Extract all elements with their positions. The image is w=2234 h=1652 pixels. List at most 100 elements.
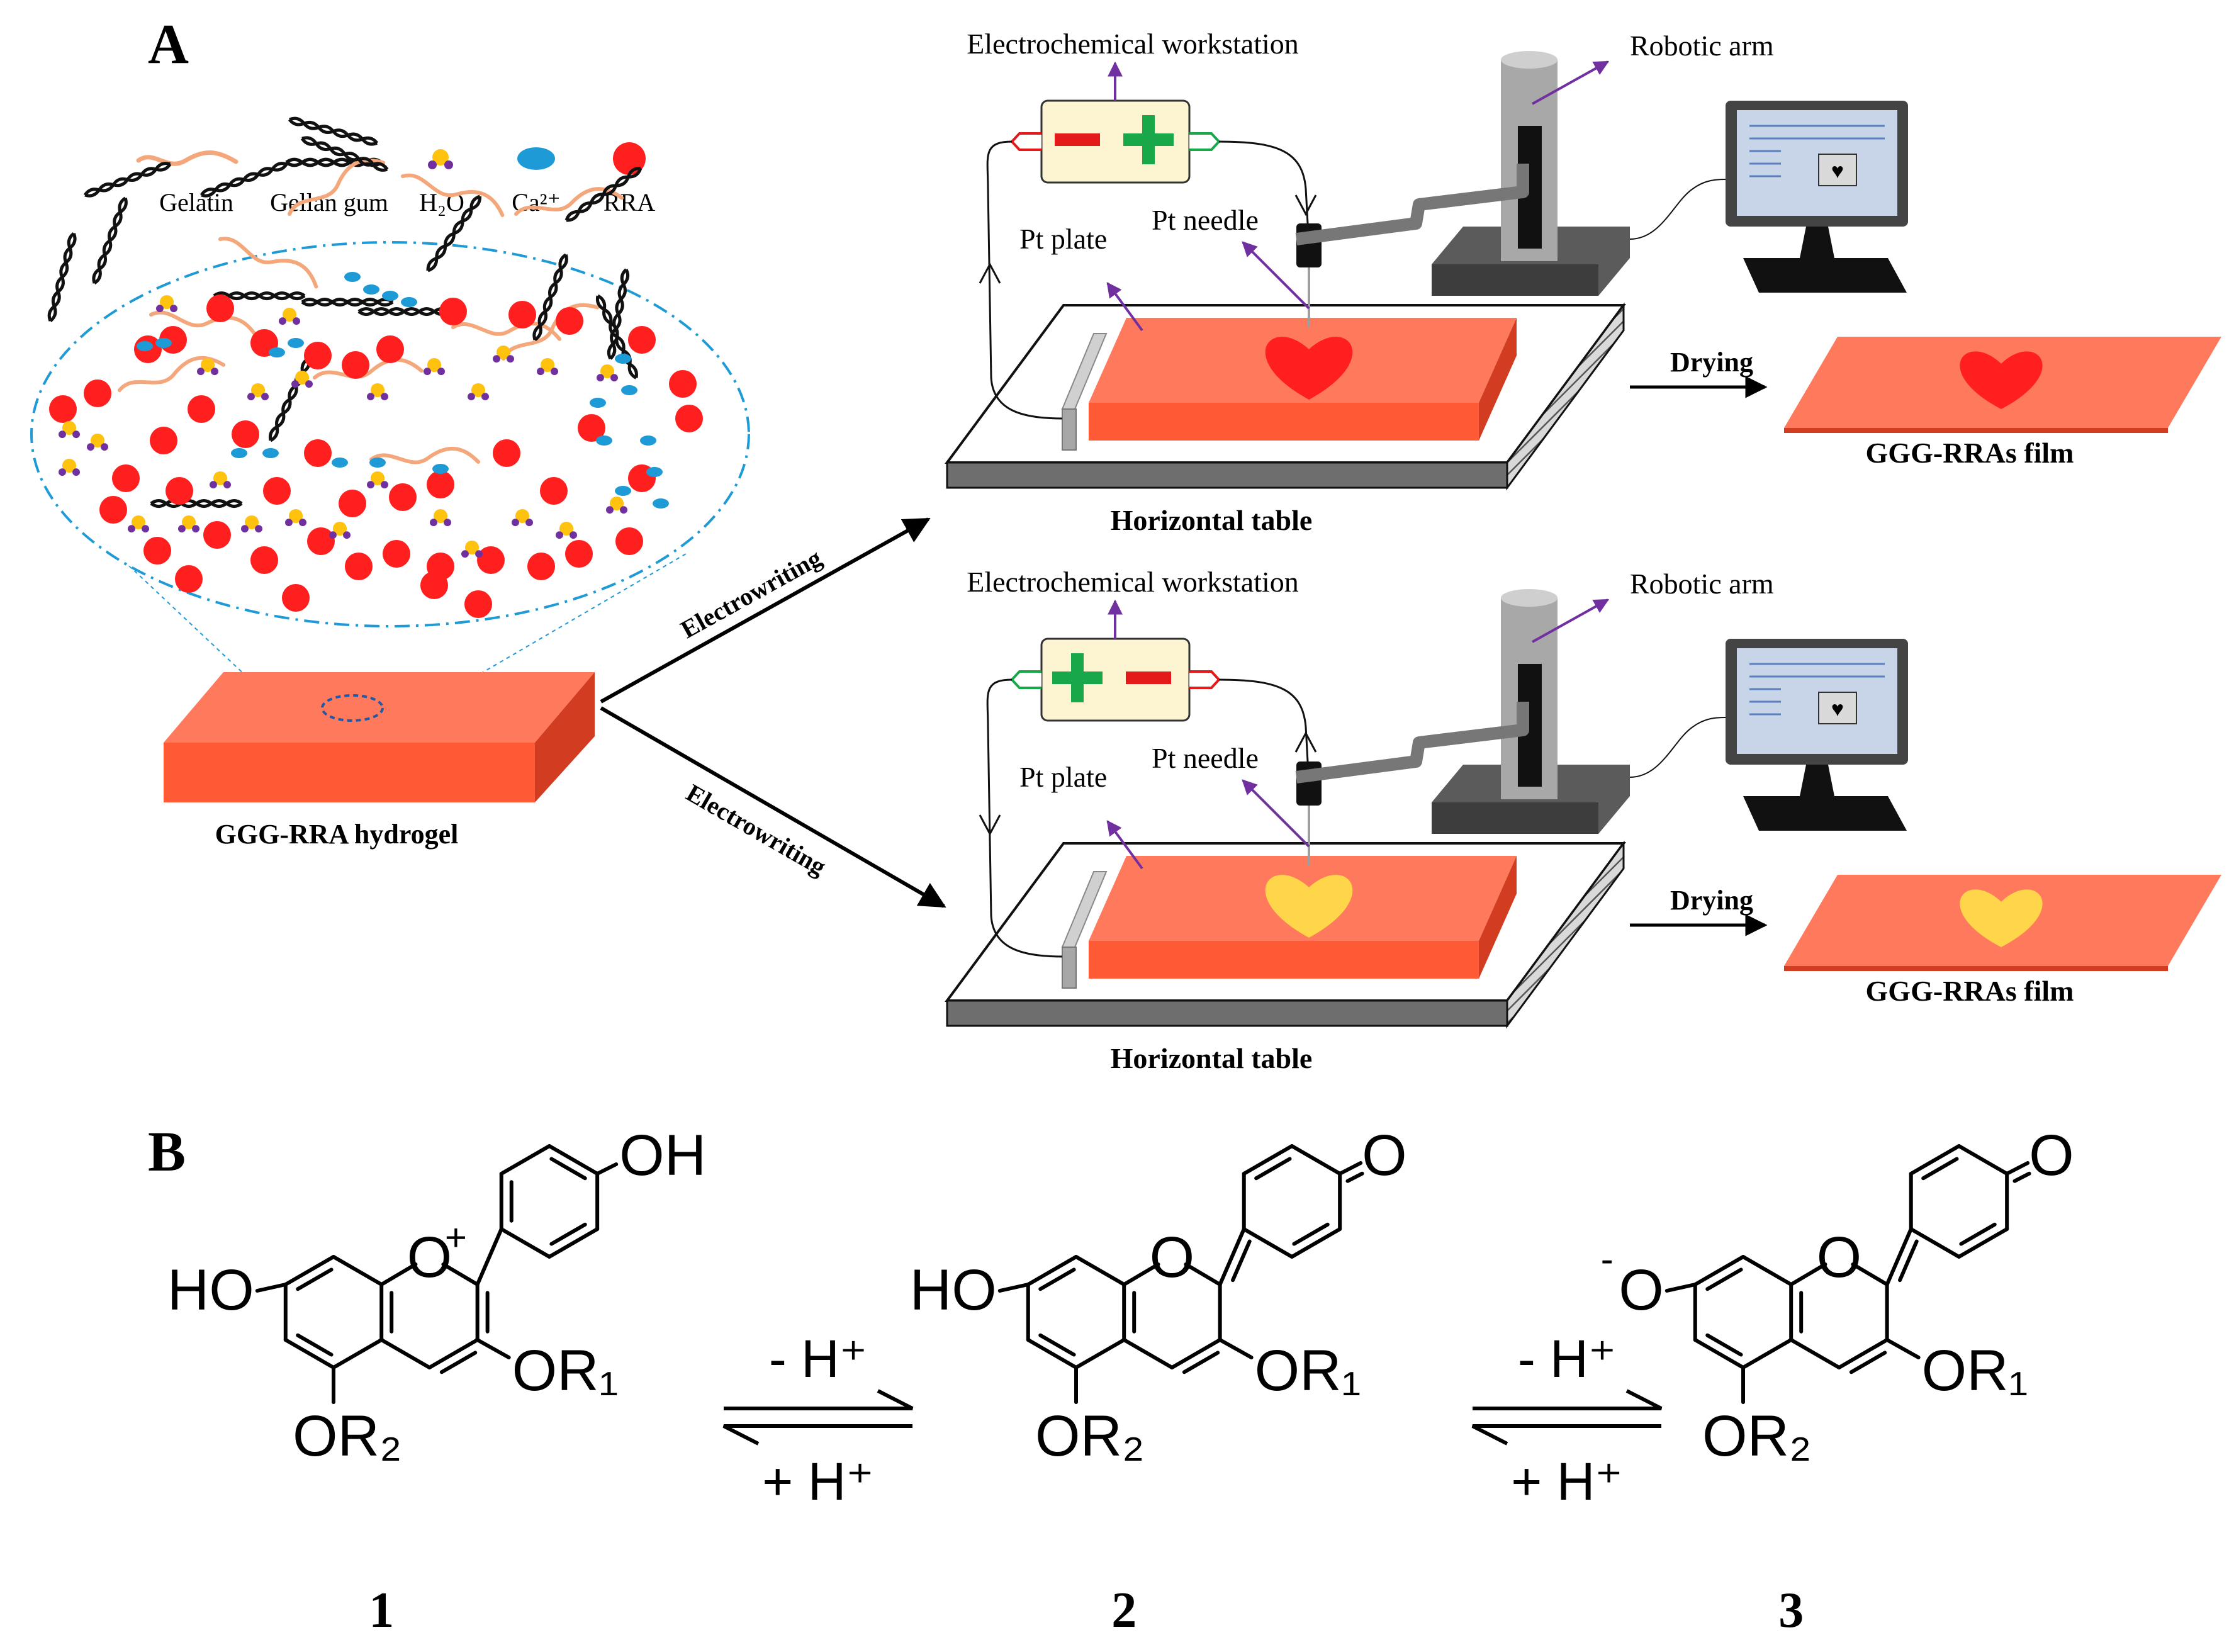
bond [441,1262,480,1286]
calcium-icon [517,147,555,170]
workstation-label: Electrochemical workstation [967,566,1299,598]
bond [1184,1262,1222,1286]
structure-number: 3 [1778,1583,1804,1638]
or2-label: OR₂ [1035,1404,1145,1468]
polarity-sign-right [1142,115,1155,164]
bond [1789,1262,1827,1286]
reverse-arrow [722,1424,912,1446]
bond [1170,1338,1222,1369]
bond [1849,1351,1887,1374]
forward-label: - H⁺ [769,1329,867,1388]
rra-particle [527,553,555,580]
rra-particle [565,540,593,568]
pt-plate-pointer [1106,820,1143,870]
calcium-ion [382,291,398,301]
pt-needle-label: Pt needle [1152,204,1259,236]
connector-left [1010,670,1041,689]
forward-arrow [724,1389,914,1410]
electrowriting-label-top: Electrowriting [676,543,826,644]
pt-plate-label: Pt plate [1019,223,1107,255]
connector-right [1189,670,1221,689]
bond [332,1338,384,1369]
bond [1909,1227,1961,1259]
bond [475,1338,511,1359]
rra-particle [203,521,231,549]
rra-particle [188,395,215,423]
hydrogel-network-zoom [30,117,750,709]
bond [1898,1239,1919,1283]
monitor-stand [1800,765,1834,796]
rra-particle [304,342,332,369]
hydrogel-label: GGG-RRA hydrogel [215,819,459,850]
calcium-ion [432,464,449,474]
rra-particle [49,395,77,423]
connector-right [1189,132,1221,151]
bond [427,1338,480,1369]
current-arrow-right [1294,731,1317,753]
gel-slab-side [1479,318,1517,441]
heart-pattern [1265,875,1353,938]
robot-column-top [1501,589,1558,607]
bond [1218,1338,1254,1359]
polarity-sign-left [1071,653,1084,702]
bond [475,1227,503,1286]
bond [1789,1338,1841,1369]
pt-needle-label: Pt needle [1152,742,1259,774]
horizontal-table-side [1506,302,1625,491]
rra-particle [508,301,536,329]
bond [2005,1161,2030,1176]
wire-right [1218,678,1309,762]
calcium-ion [615,486,631,496]
top-group-label: O [2029,1123,2074,1188]
bond [255,1283,288,1293]
wire-left [986,140,1063,420]
bond [1885,1338,1921,1359]
gellan-chain [92,197,128,284]
calcium-ion [653,498,669,509]
calcium-ion [590,398,606,408]
horizontal-table-front [946,999,1508,1027]
rra-particle [84,379,111,407]
panel-a-label: A [148,13,189,76]
robot-base-front [1432,264,1598,296]
bond [549,1222,587,1246]
bond [1705,1267,1743,1291]
bond [1885,1227,1913,1286]
connector-left [1010,132,1041,151]
calcium-ion [363,284,379,295]
bond [1921,1157,1959,1181]
rra-particle [143,537,171,565]
bond [1026,1255,1078,1286]
bond [1074,1255,1126,1286]
bond [499,1227,551,1259]
polarity-sign-left [1055,133,1100,146]
monitor-cable [1629,179,1726,240]
rra-particle [439,298,467,325]
calcium-ion [615,354,631,364]
dried-film-edge [1784,428,2168,433]
rra-particle [376,335,404,363]
monitor-base [1743,258,1907,293]
rra-particle [427,471,454,498]
equilibrium-arrows: - H⁺+ H⁺- H⁺+ H⁺ [722,1329,1663,1511]
rra-particle [628,326,656,354]
gellan-chain [84,162,171,198]
bond [1741,1255,1793,1286]
rra-particle [464,590,492,618]
bond [499,1144,551,1176]
ring-oxygen-label: O [1150,1225,1195,1290]
panel-b-label: B [148,1121,186,1183]
network-components [48,117,703,618]
current-arrow-left [979,262,1001,284]
left-group-label: O [1619,1258,1664,1322]
bond [296,1267,334,1291]
rra-particle [420,571,448,599]
rra-particle [342,351,369,379]
pt-plate [1062,947,1077,989]
bond [1289,1144,1342,1176]
bond [1254,1157,1292,1181]
left-group-label: HO [910,1258,997,1322]
